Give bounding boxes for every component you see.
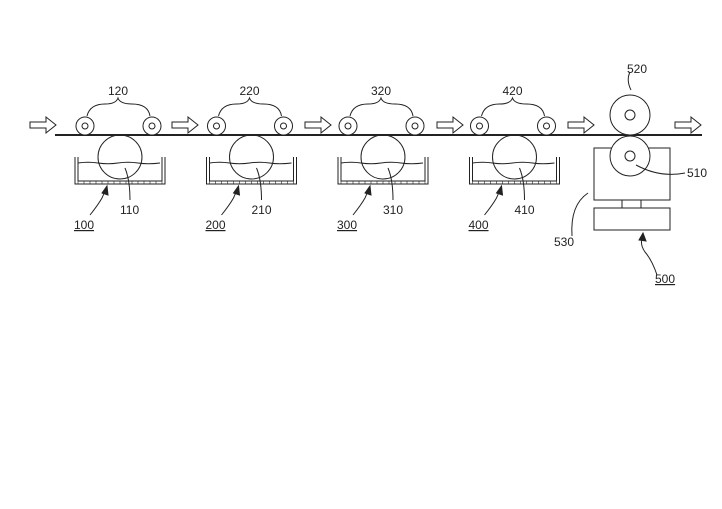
bracket [481, 96, 545, 117]
label-400: 400 [469, 218, 489, 232]
final-unit [571, 71, 686, 276]
station-200: 220 210 200 [206, 84, 297, 232]
guide-roller [405, 116, 425, 136]
label-120: 120 [108, 84, 128, 98]
coating-roller-210 [229, 134, 274, 180]
housing-neck [621, 199, 642, 209]
label-310: 310 [383, 203, 403, 217]
label-510: 510 [687, 166, 707, 180]
label-110: 110 [120, 203, 139, 217]
tank [337, 157, 429, 185]
label-300: 300 [337, 218, 357, 232]
liquid-surface [340, 161, 424, 165]
coating-roller-310 [360, 134, 406, 180]
label-100: 100 [74, 218, 94, 232]
tank [469, 157, 560, 185]
liquid-surface [209, 161, 292, 165]
base-block [593, 207, 671, 231]
guide-roller [470, 116, 489, 136]
coating-roller-110 [97, 134, 143, 180]
station-300: 320 310 300 [337, 84, 429, 232]
guide-roller [537, 116, 556, 136]
label-500: 500 [655, 272, 675, 286]
flow-arrow-icon [436, 115, 464, 135]
coating-roller-410 [492, 134, 537, 180]
flow-arrow-icon [567, 115, 595, 135]
guide-roller [338, 116, 358, 136]
tank [206, 157, 297, 185]
label-420: 420 [503, 84, 523, 98]
flow-arrow-icon [674, 115, 702, 135]
station-100: 120 110 100 [74, 84, 166, 232]
label-320: 320 [371, 84, 391, 98]
lower-roller-510 [609, 135, 651, 177]
liquid-surface [77, 161, 161, 165]
bracket [86, 96, 151, 117]
label-410: 410 [515, 203, 535, 217]
flow-arrow-icon [29, 115, 57, 135]
label-530: 530 [554, 235, 574, 249]
guide-roller [142, 116, 162, 136]
guide-roller [274, 116, 293, 136]
tank [74, 157, 166, 185]
liquid-surface [472, 161, 555, 165]
station-400: 420 410 400 [469, 84, 560, 232]
label-200: 200 [206, 218, 226, 232]
flow-arrow-icon [171, 115, 199, 135]
label-520: 520 [627, 62, 647, 76]
bracket [218, 96, 282, 117]
guide-roller [207, 116, 226, 136]
label-210: 210 [252, 203, 272, 217]
label-220: 220 [240, 84, 260, 98]
bracket [349, 96, 414, 117]
flow-arrow-icon [304, 115, 332, 135]
guide-roller [75, 116, 95, 136]
upper-roller-520 [609, 94, 651, 136]
